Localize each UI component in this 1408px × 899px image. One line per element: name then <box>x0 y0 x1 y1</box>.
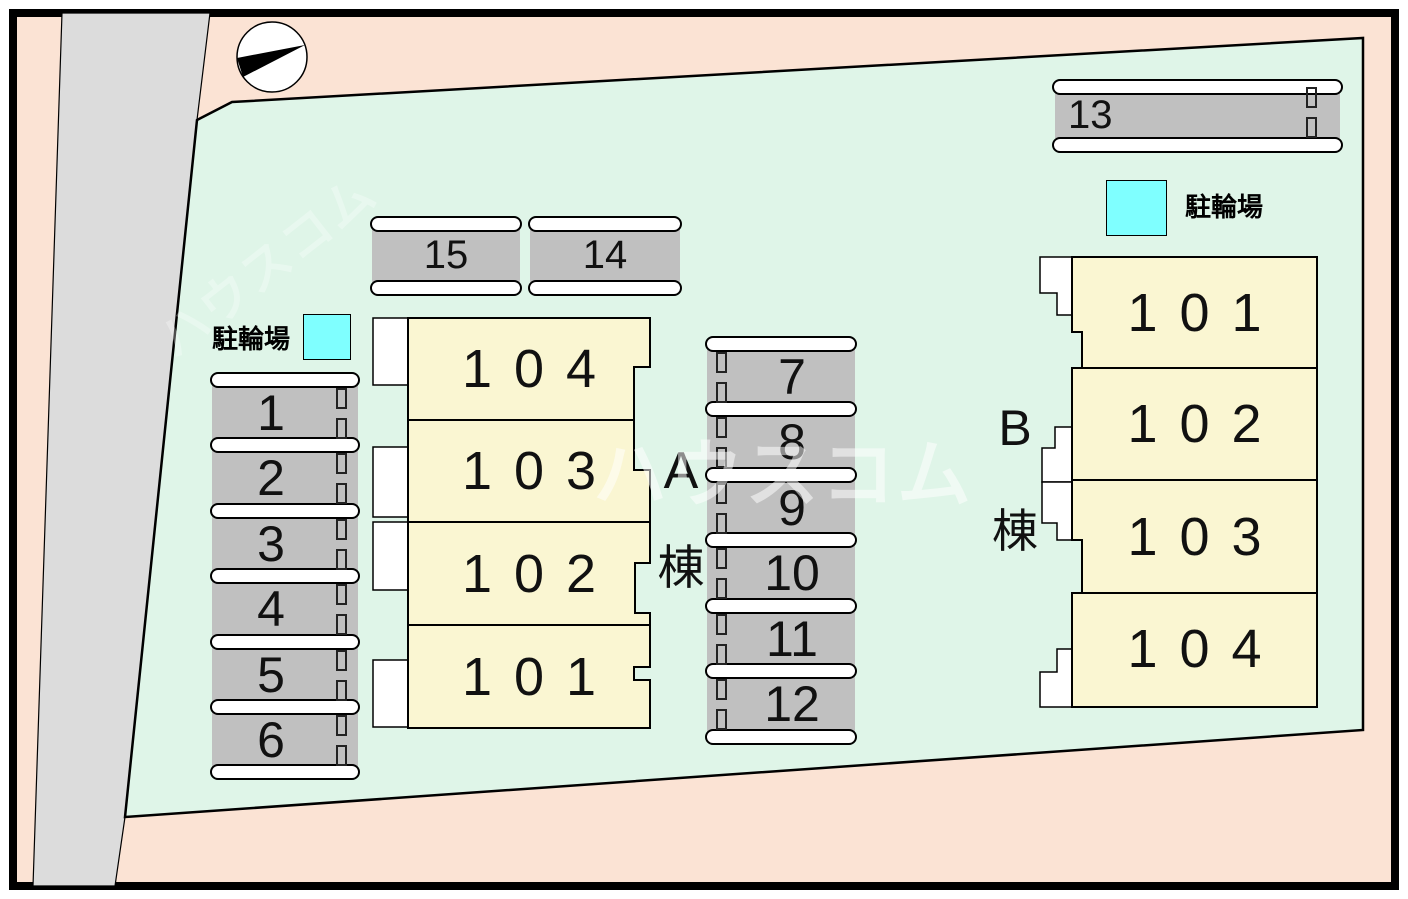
wheel-stop-icon <box>336 584 347 635</box>
stall-divider <box>370 280 522 296</box>
stall-divider <box>210 634 360 650</box>
building-a-porches <box>372 317 409 728</box>
stall-divider <box>210 372 360 388</box>
parking-stall-15: 15 <box>423 233 469 277</box>
bicycle-parking-area-left <box>303 314 351 360</box>
parking-block-15 <box>372 229 520 282</box>
wheel-stop-icon <box>716 417 727 468</box>
stall-divider <box>1052 79 1343 95</box>
stall-divider <box>210 764 360 780</box>
building-a-letter: A <box>663 442 699 500</box>
parking-stall-10: 10 <box>764 545 820 601</box>
parking-stall-13: 13 <box>1068 92 1113 137</box>
building-a-unit-103: 103 <box>461 441 619 501</box>
bicycle-parking-label-right: 駐輪場 <box>1184 191 1263 222</box>
stall-divider <box>210 699 360 715</box>
wheel-stop-icon <box>716 679 727 730</box>
wheel-stop-icon <box>716 352 727 403</box>
parking-stall-3: 3 <box>257 515 285 572</box>
building-a-unit-dividers <box>408 419 650 626</box>
wheel-stop-icon <box>1306 87 1317 138</box>
bicycle-parking-label-left: 駐輪場 <box>211 323 290 354</box>
parking-stall-14: 14 <box>582 233 628 277</box>
stall-divider <box>705 598 857 614</box>
stall-divider <box>705 467 857 483</box>
stall-divider <box>705 401 857 417</box>
wheel-stop-icon <box>716 483 727 534</box>
parking-stall-12: 12 <box>764 675 820 732</box>
stall-divider <box>528 280 682 296</box>
building-b-shape <box>1071 256 1318 708</box>
parking-block-14 <box>530 229 680 282</box>
building-b-unit-dividers <box>1072 367 1317 594</box>
stall-divider <box>705 663 857 679</box>
building-b-unit-101: 101 <box>1127 282 1284 343</box>
building-a-unit-102: 102 <box>461 543 619 604</box>
stall-divider <box>705 532 857 548</box>
stall-divider <box>210 503 360 519</box>
building-a-unit-101: 101 <box>461 646 619 707</box>
parking-stall-4: 4 <box>257 581 285 637</box>
building-b-unit-104: 104 <box>1127 619 1284 679</box>
building-b-unit-103: 103 <box>1127 506 1284 567</box>
stall-divider <box>370 216 522 232</box>
wheel-stop-icon <box>716 614 727 665</box>
building-b-suffix: 棟 <box>992 505 1038 557</box>
stall-divider <box>1052 137 1343 153</box>
parking-stall-6: 6 <box>257 711 285 768</box>
bicycle-parking-area-right <box>1106 180 1167 236</box>
parking-block-13 <box>1055 92 1340 138</box>
building-b-letter: B <box>998 400 1032 456</box>
parking-stall-5: 5 <box>257 646 285 703</box>
stall-divider <box>528 216 682 232</box>
wheel-stop-icon <box>336 388 347 439</box>
wheel-stop-icon <box>336 453 347 504</box>
north-arrow-icon <box>236 21 308 93</box>
parking-stall-8: 8 <box>778 414 806 470</box>
parking-stall-7: 7 <box>778 348 806 405</box>
building-a-unit-104: 104 <box>461 339 619 399</box>
stall-divider <box>210 568 360 584</box>
wheel-stop-icon <box>336 715 347 766</box>
stall-divider <box>705 336 857 352</box>
stall-divider <box>210 437 360 453</box>
parking-stall-2: 2 <box>257 450 285 506</box>
wheel-stop-icon <box>716 548 727 599</box>
parking-stall-1: 1 <box>257 384 285 441</box>
wheel-stop-icon <box>336 650 347 701</box>
parking-stall-9: 9 <box>778 479 806 536</box>
parking-stall-11: 11 <box>766 610 818 667</box>
stall-divider <box>705 729 857 745</box>
wheel-stop-icon <box>336 519 347 570</box>
building-b-unit-102: 102 <box>1127 394 1284 454</box>
building-a-suffix: 棟 <box>657 540 705 594</box>
